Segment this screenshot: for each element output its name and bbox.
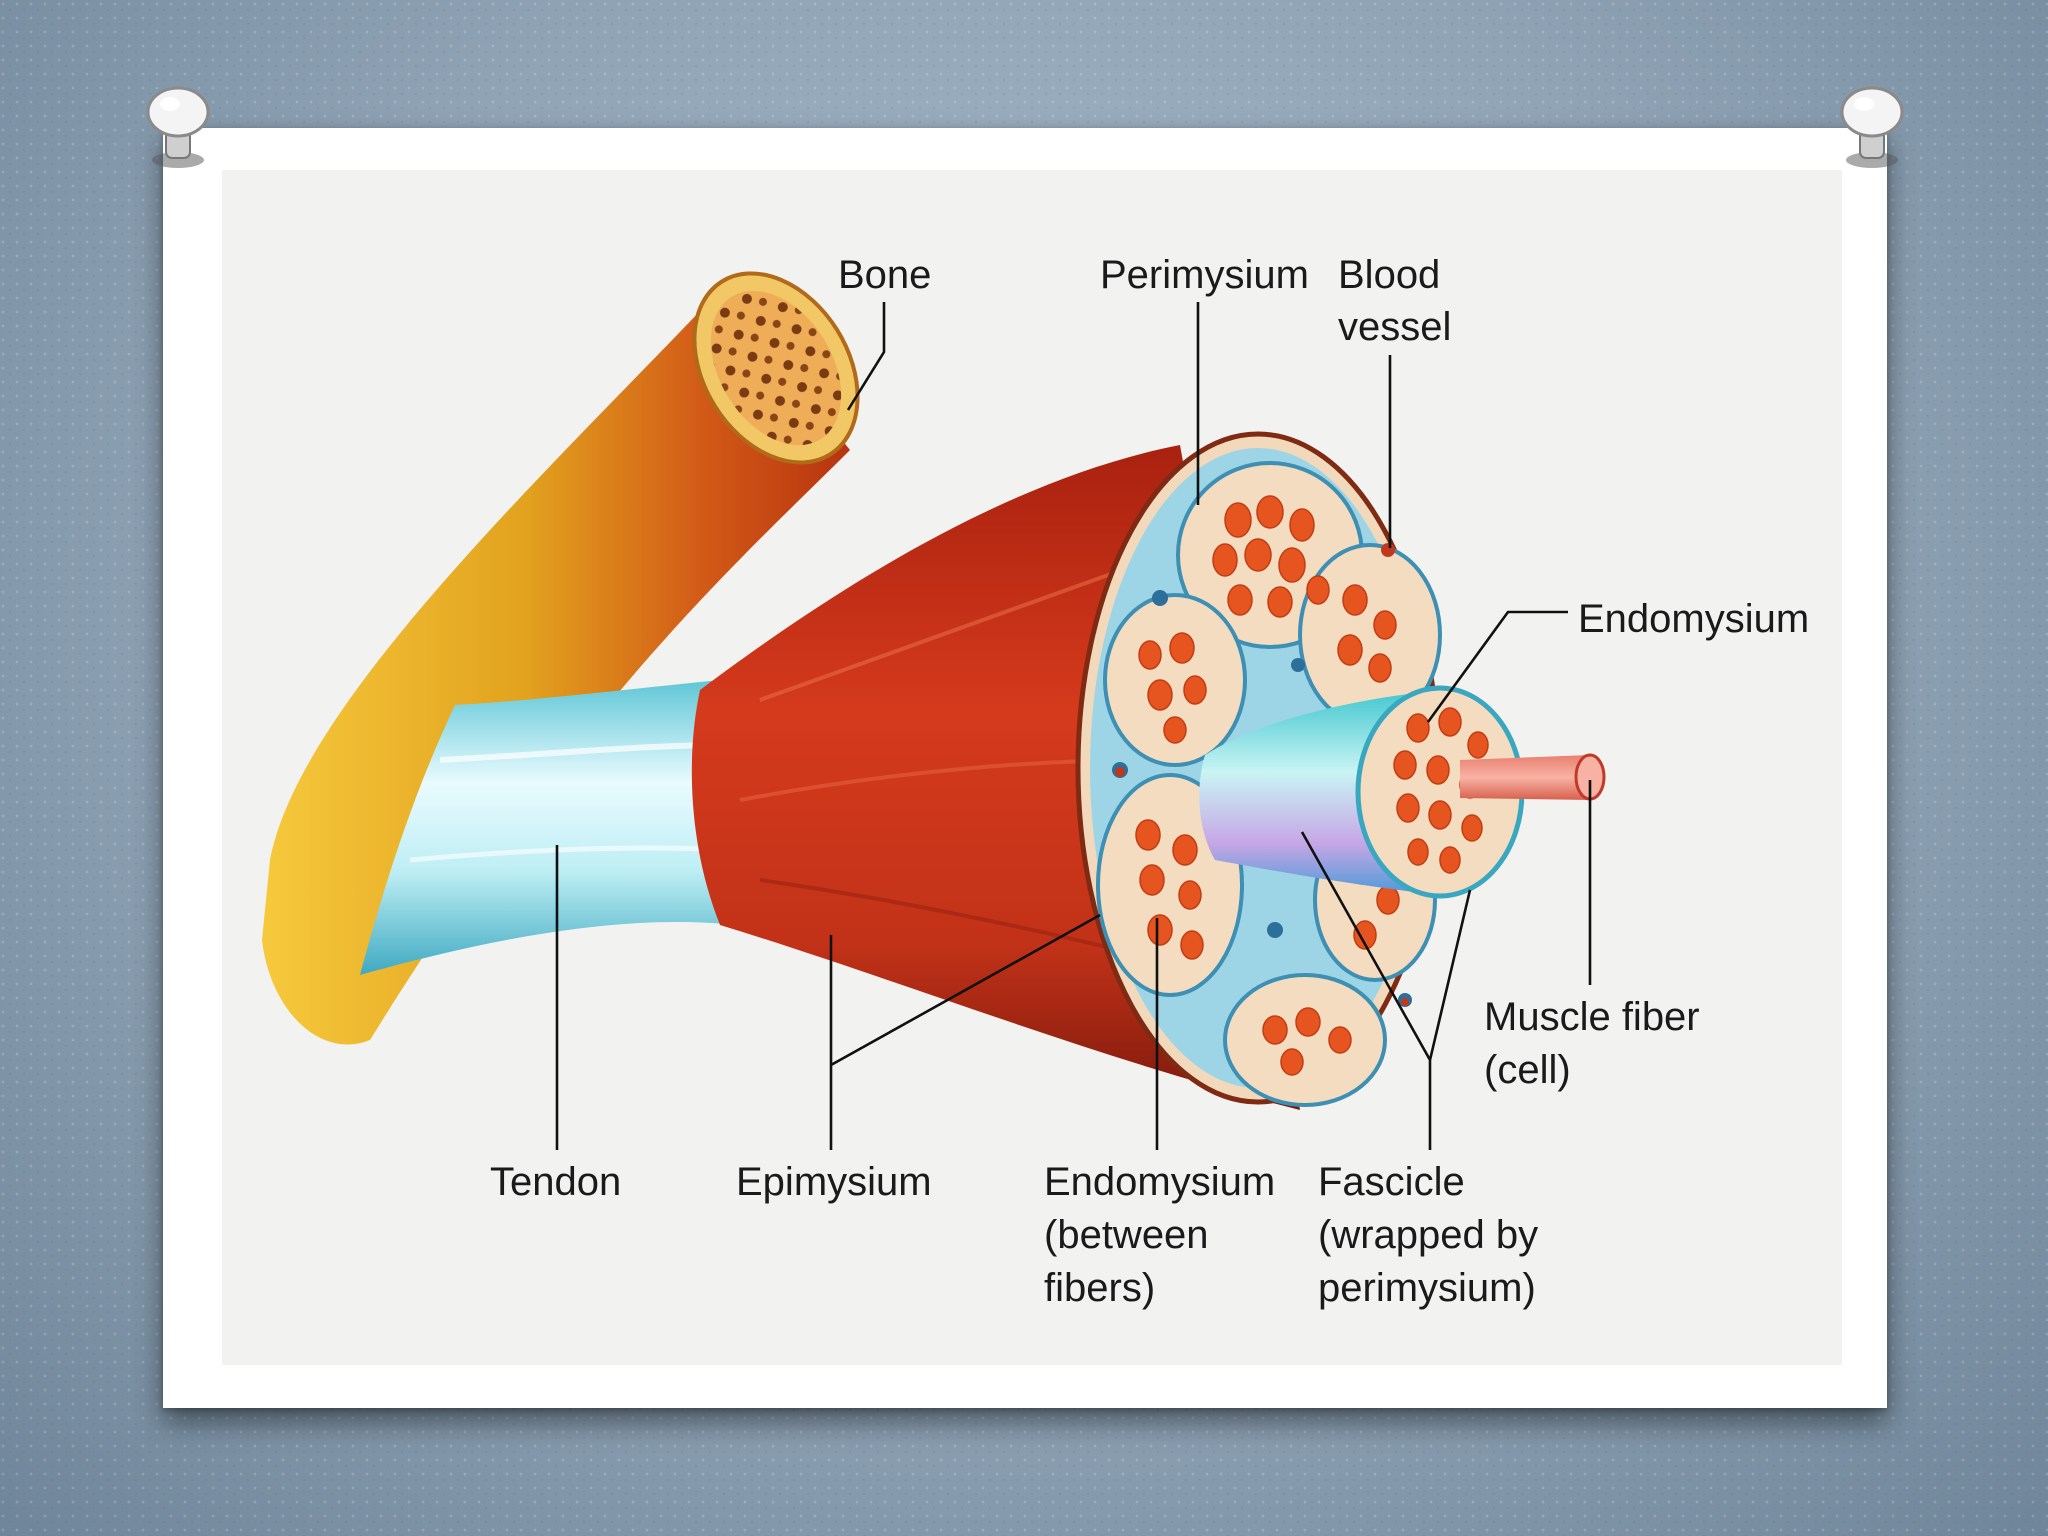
label-muscle-fiber-line1: Muscle fiber	[1484, 995, 1700, 1039]
label-fascicle-line3: perimysium)	[1318, 1266, 1536, 1310]
leader-endomysium-top	[1426, 610, 1568, 723]
diagram-labels: Bone Perimysium Blood vessel Endomysium …	[490, 253, 1809, 1310]
tendon-illustration	[360, 680, 735, 975]
label-blood-vessel-line2: vessel	[1338, 305, 1451, 349]
fascicle-illustration	[1199, 685, 1525, 899]
label-endomysium-bottom-line1: Endomysium	[1044, 1160, 1275, 1204]
label-endomysium-bottom-line2: (between	[1044, 1213, 1209, 1257]
leader-lines	[555, 302, 1592, 1150]
label-perimysium: Perimysium	[1100, 253, 1309, 297]
pin-right-icon	[1840, 86, 1904, 168]
label-endomysium-bottom-line3: fibers)	[1044, 1266, 1155, 1310]
label-endomysium-top: Endomysium	[1578, 597, 1809, 641]
label-muscle-fiber-line2: (cell)	[1484, 1048, 1571, 1092]
leader-epimysium	[829, 913, 1101, 1150]
label-fascicle-line1: Fascicle	[1318, 1160, 1465, 1204]
leader-bone	[846, 302, 886, 411]
label-blood-vessel-line1: Blood	[1338, 253, 1440, 297]
label-epimysium: Epimysium	[736, 1160, 932, 1204]
pin-left-icon	[146, 86, 210, 168]
label-fascicle-line2: (wrapped by	[1318, 1213, 1538, 1257]
label-tendon: Tendon	[490, 1160, 621, 1204]
muscle-fiber-illustration	[1460, 753, 1606, 801]
leader-fascicle	[1300, 831, 1472, 1150]
label-bone: Bone	[838, 253, 931, 297]
